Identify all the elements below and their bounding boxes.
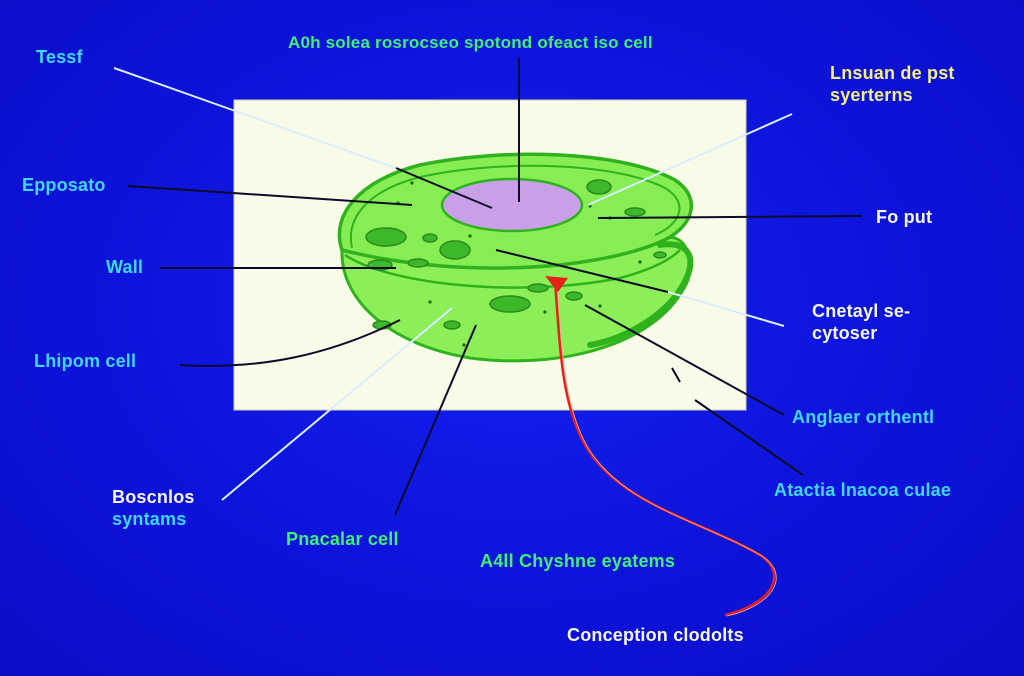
leader-cnetayl-inner bbox=[495, 249, 669, 293]
organelle bbox=[365, 227, 407, 247]
organelle bbox=[624, 207, 646, 217]
organelle bbox=[439, 240, 471, 260]
leader-lhipom bbox=[179, 319, 401, 367]
label-lnsuan: Lnsuan de pst syerterns bbox=[830, 62, 955, 106]
label-cnetayl-line1: Cnetayl se- bbox=[812, 301, 911, 321]
label-anglaer-orthentl: Anglaer orthentl bbox=[792, 407, 935, 427]
label-boscnlos: Boscnlos syntams bbox=[112, 486, 195, 530]
leader-tessf-inner bbox=[395, 167, 493, 209]
cell-wall-band bbox=[587, 241, 694, 348]
organelle bbox=[407, 258, 429, 268]
leader-lines bbox=[127, 58, 863, 516]
nucleus bbox=[440, 177, 584, 233]
label-wall: Wall bbox=[106, 257, 144, 277]
organelle bbox=[565, 291, 583, 301]
label-lhipom-cell: Lhipom cell bbox=[34, 351, 137, 371]
cell-rim bbox=[344, 249, 681, 289]
leader-short bbox=[671, 367, 681, 383]
leader-pnacalar bbox=[394, 324, 477, 516]
leader-epposato bbox=[127, 185, 413, 206]
label-boscnlos-line1: Boscnlos bbox=[112, 487, 195, 507]
label-boscnlos-line2: syntams bbox=[112, 509, 187, 529]
leader-cnetayl bbox=[667, 291, 785, 327]
leader-lines-light bbox=[113, 67, 793, 501]
label-atactia: Atactia lnacoa culae bbox=[774, 480, 952, 500]
label-lnsuan-line2: syerterns bbox=[830, 85, 913, 105]
leader-fo-put bbox=[597, 215, 863, 219]
label-top: A0h solea rosrocseo spotond ofeact iso c… bbox=[288, 33, 653, 52]
label-cnetayl-line2: cytoser bbox=[812, 323, 878, 343]
label-lnsuan-line1: Lnsuan de pst bbox=[830, 63, 955, 83]
label-tessf: Tessf bbox=[36, 47, 83, 67]
label-cnetayl: Cnetayl se- cytoser bbox=[812, 300, 910, 344]
label-pnacalar-cell: Pnacalar cell bbox=[286, 529, 399, 549]
organelle bbox=[527, 283, 549, 293]
red-arrow-head bbox=[545, 276, 568, 292]
organelle bbox=[422, 233, 438, 243]
organelle bbox=[653, 251, 667, 259]
label-chyshne: A4ll Chyshne eyatems bbox=[480, 551, 676, 571]
label-conception: Conception clodolts bbox=[567, 625, 744, 645]
organelle bbox=[443, 320, 461, 330]
leader-boscnlos bbox=[221, 307, 453, 501]
cell-inner-membrane bbox=[349, 164, 681, 249]
organelle bbox=[489, 295, 531, 313]
label-epposato: Epposato bbox=[22, 175, 106, 195]
leader-anglaer bbox=[584, 304, 785, 416]
leader-lnsuan bbox=[587, 113, 793, 206]
leader-atactia bbox=[694, 399, 804, 476]
red-pointer-line-halo bbox=[556, 282, 777, 617]
organelle bbox=[586, 179, 612, 195]
leader-tessf bbox=[113, 67, 397, 169]
label-fo-put: Fo put bbox=[876, 207, 933, 227]
